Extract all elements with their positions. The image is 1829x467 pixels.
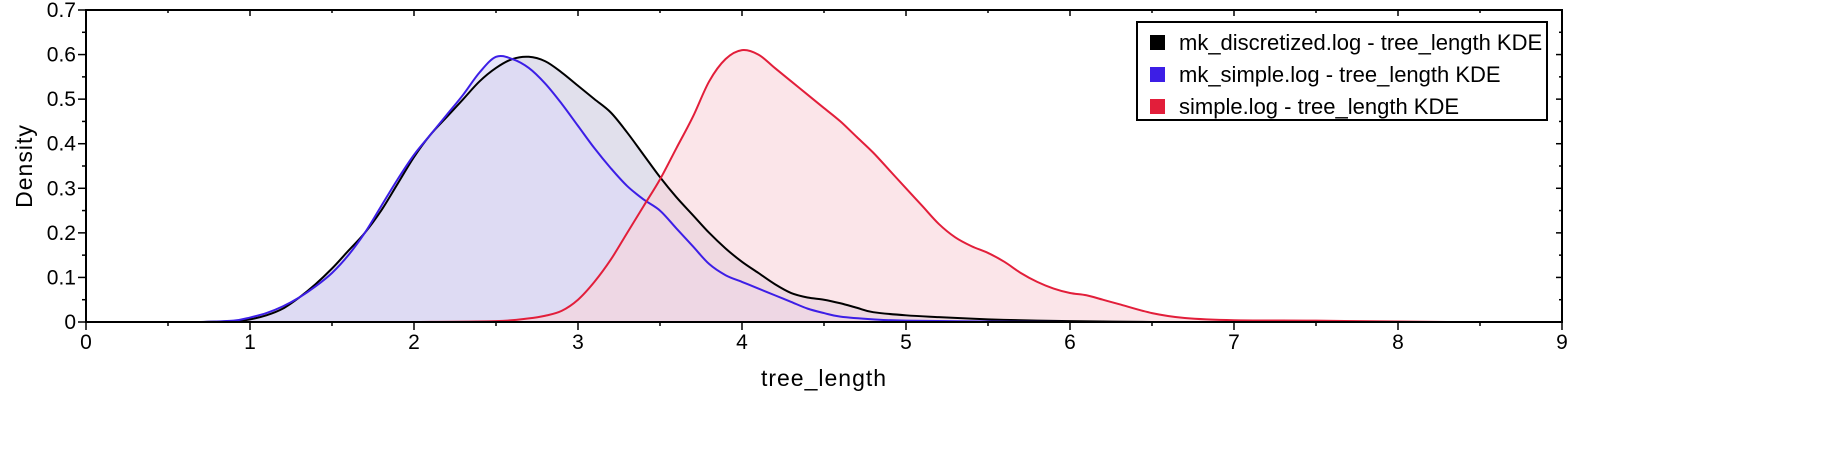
x-tick-label: 8 <box>1392 331 1404 354</box>
x-tick-label: 1 <box>244 331 256 354</box>
line-mk-simple-log <box>86 54 1562 323</box>
y-tick-label: 0.5 <box>47 88 76 111</box>
y-axis-ticks: 0 0.1 0.2 0.3 0.4 0.5 0.6 0.7 <box>47 0 1562 334</box>
legend-label: simple.log - tree_length KDE <box>1179 94 1459 119</box>
legend-box <box>1136 21 1548 121</box>
x-axis-ticks: 0 1 2 3 4 5 6 7 8 9 <box>80 10 1568 354</box>
legend-label: mk_simple.log - tree_length KDE <box>1179 62 1501 87</box>
x-tick-label: 5 <box>900 331 912 354</box>
y-tick-label: 0.4 <box>47 133 77 156</box>
y-axis-title: Density <box>11 124 37 208</box>
x-axis-title: tree_length <box>761 365 887 391</box>
x-tick-label: 3 <box>572 331 584 354</box>
area-mk-simple-log <box>200 55 1071 322</box>
kde-lines <box>86 48 1562 323</box>
line-simple-log <box>86 48 1562 323</box>
x-tick-label: 0 <box>80 331 92 354</box>
legend-label: mk_discretized.log - tree_length KDE <box>1179 30 1542 55</box>
legend-swatch <box>1150 99 1165 114</box>
line-mk-discretized-log <box>86 55 1562 323</box>
y-tick-label: 0.6 <box>47 44 76 67</box>
y-tick-label: 0.3 <box>47 177 76 200</box>
x-tick-label: 9 <box>1556 331 1568 354</box>
y-tick-label: 0 <box>64 311 76 334</box>
y-tick-label: 0.2 <box>47 222 76 245</box>
y-tick-label: 0.7 <box>47 0 76 22</box>
legend-swatch <box>1150 35 1165 50</box>
area-simple-log <box>414 49 1448 322</box>
x-tick-label: 2 <box>408 331 420 354</box>
x-tick-label: 4 <box>736 331 748 354</box>
x-tick-label: 7 <box>1228 331 1240 354</box>
kde-areas <box>200 49 1448 322</box>
legend: mk_discretized.log - tree_length KDE mk_s… <box>1136 21 1548 121</box>
x-tick-label: 6 <box>1064 331 1076 354</box>
legend-swatch <box>1150 67 1165 82</box>
y-tick-label: 0.1 <box>47 266 76 289</box>
